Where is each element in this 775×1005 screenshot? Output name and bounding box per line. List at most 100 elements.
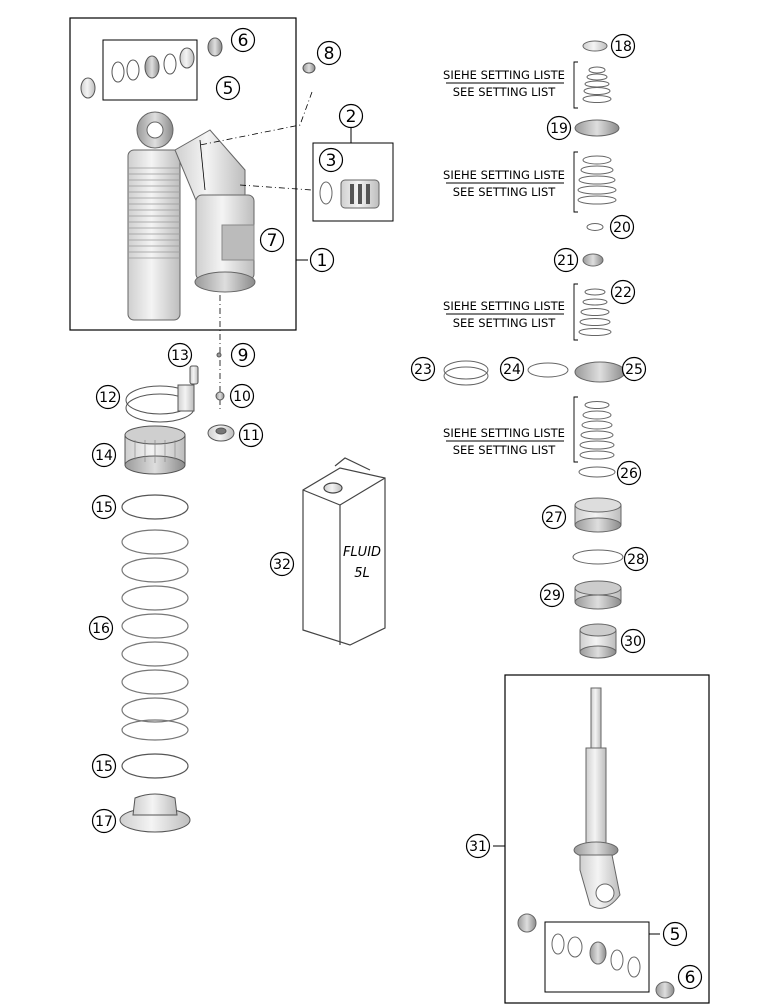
seal-kit-parts-top xyxy=(80,37,223,99)
clamp-ring-part xyxy=(125,384,195,423)
shock-absorber-body xyxy=(127,111,256,321)
callout-number: 19 xyxy=(550,121,568,137)
setting-label-en: SEE SETTING LIST xyxy=(453,85,557,99)
callout-c5b: 5 xyxy=(662,921,688,947)
callout-circle xyxy=(410,356,436,382)
callout-number: 8 xyxy=(324,44,335,64)
setting-label-en: SEE SETTING LIST xyxy=(453,316,557,330)
callout-circle xyxy=(309,247,335,273)
callout-number: 27 xyxy=(545,510,563,526)
piston-rod-assembly-frame xyxy=(493,674,710,1004)
setting-label-3: SIEHE SETTING LISTE SEE SETTING LIST xyxy=(443,299,565,330)
callout-c31: 31 xyxy=(465,833,491,859)
callout-circle xyxy=(167,342,193,368)
callout-number: 32 xyxy=(273,557,291,573)
callout-c11: 11 xyxy=(238,422,264,448)
callout-circle xyxy=(238,422,264,448)
fluid-can-label-line2: 5L xyxy=(354,566,370,581)
callout-c15a: 15 xyxy=(91,494,117,520)
callout-circle xyxy=(215,75,241,101)
callout-number: 20 xyxy=(613,220,631,236)
callout-circle xyxy=(230,342,256,368)
callout-number: 24 xyxy=(503,362,521,378)
callout-circle xyxy=(338,103,364,129)
spring-seat-part xyxy=(119,793,191,833)
setting-label-de: SIEHE SETTING LISTE xyxy=(443,168,565,182)
callout-circle xyxy=(677,964,703,990)
callout-c18: 18 xyxy=(610,33,636,59)
callout-c19: 19 xyxy=(546,115,572,141)
callout-circle xyxy=(539,582,565,608)
shim-stack-parts xyxy=(443,40,626,659)
coil-spring-part xyxy=(121,529,189,741)
callout-circle xyxy=(229,383,255,409)
callout-c12: 12 xyxy=(95,384,121,410)
callout-c24: 24 xyxy=(499,356,525,382)
callout-circle xyxy=(95,384,121,410)
callout-number: 2 xyxy=(346,107,357,127)
callout-c21: 21 xyxy=(553,247,579,273)
callout-c16: 16 xyxy=(88,615,114,641)
callout-circle xyxy=(91,808,117,834)
callout-number: 17 xyxy=(95,814,113,830)
callout-number: 1 xyxy=(317,251,328,271)
callout-circle xyxy=(91,753,117,779)
shock-assembly-frame xyxy=(69,17,308,331)
setting-label-de: SIEHE SETTING LISTE xyxy=(443,299,565,313)
callout-c27: 27 xyxy=(541,504,567,530)
fluid-can-part xyxy=(302,457,386,646)
callout-circle xyxy=(465,833,491,859)
assembly-leader-lines xyxy=(199,91,313,410)
callout-circle xyxy=(259,227,285,253)
callout-c6b: 6 xyxy=(677,964,703,990)
callout-c17: 17 xyxy=(91,808,117,834)
callout-circle xyxy=(91,494,117,520)
callout-circle xyxy=(318,147,344,173)
callout-number: 26 xyxy=(620,466,638,482)
callout-number: 21 xyxy=(557,253,575,269)
callout-number: 13 xyxy=(171,348,189,364)
callout-number: 29 xyxy=(543,588,561,604)
callout-circle xyxy=(91,442,117,468)
adjuster-kit-frame xyxy=(312,126,394,222)
callout-circle xyxy=(553,247,579,273)
callout-number: 7 xyxy=(267,231,278,251)
callout-number: 5 xyxy=(670,925,681,945)
callout-c10: 10 xyxy=(229,383,255,409)
spring-washer-parts xyxy=(121,494,189,779)
adjusting-ring-part xyxy=(124,425,186,475)
callout-c7: 7 xyxy=(259,227,285,253)
fluid-can-label-line1: FLUID xyxy=(343,545,381,560)
callout-number: 6 xyxy=(685,968,696,988)
callout-number: 23 xyxy=(414,362,432,378)
callout-circle xyxy=(610,279,636,305)
callout-number: 6 xyxy=(238,31,249,51)
setting-label-2: SIEHE SETTING LISTE SEE SETTING LIST xyxy=(443,168,565,199)
callout-number: 12 xyxy=(99,390,117,406)
setting-label-1: SIEHE SETTING LISTE SEE SETTING LIST xyxy=(443,68,565,99)
callout-circle xyxy=(620,628,646,654)
callout-circle xyxy=(621,356,647,382)
callout-number: 14 xyxy=(95,448,113,464)
callout-circle xyxy=(662,921,688,947)
callout-circle xyxy=(499,356,525,382)
callout-number: 30 xyxy=(624,634,642,650)
callout-circle xyxy=(230,27,256,53)
callout-c1: 1 xyxy=(309,247,335,273)
callout-circle xyxy=(88,615,114,641)
small-hardware-parts xyxy=(189,352,235,442)
callout-circle xyxy=(623,546,649,572)
callout-c25: 25 xyxy=(621,356,647,382)
setting-label-4: SIEHE SETTING LISTE SEE SETTING LIST xyxy=(443,426,565,457)
callout-circle xyxy=(609,214,635,240)
callout-number: 9 xyxy=(238,346,249,366)
callout-number: 25 xyxy=(625,362,643,378)
callout-c32: 32 xyxy=(269,551,295,577)
piston-rod-part xyxy=(517,687,675,999)
callout-c2: 2 xyxy=(338,103,364,129)
callout-c14: 14 xyxy=(91,442,117,468)
callout-number: 18 xyxy=(614,39,632,55)
callout-number: 31 xyxy=(469,839,487,855)
